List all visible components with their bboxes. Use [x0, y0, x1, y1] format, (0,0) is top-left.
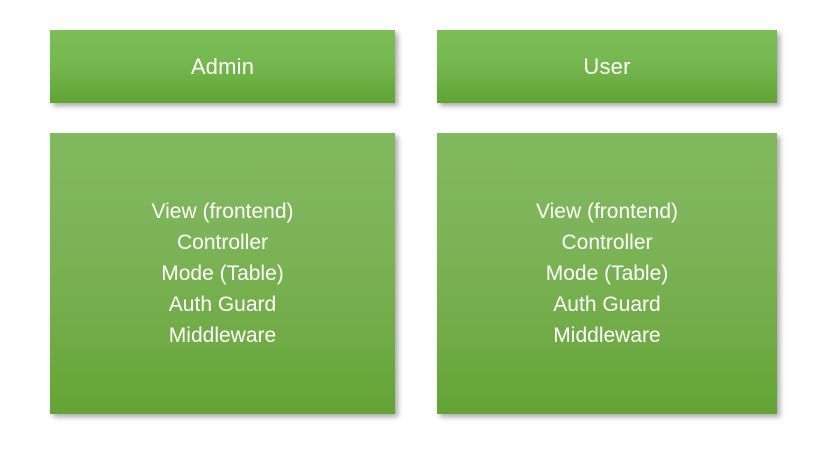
admin-item-list: View (frontend) Controller Mode (Table) … [50, 196, 395, 351]
admin-header-label: Admin [190, 53, 255, 79]
user-item-list: View (frontend) Controller Mode (Table) … [437, 196, 777, 351]
list-item: Controller [176, 231, 269, 254]
list-item: Auth Guard [553, 293, 661, 316]
user-header-box: User [437, 30, 777, 103]
list-item: Middleware [553, 324, 661, 347]
user-body-box: View (frontend) Controller Mode (Table) … [437, 133, 777, 414]
user-header-label: User [583, 53, 631, 79]
list-item: Auth Guard [168, 293, 277, 316]
diagram-column-admin: Admin View (frontend) Controller Mode (T… [50, 0, 395, 450]
admin-body-box: View (frontend) Controller Mode (Table) … [50, 133, 395, 414]
list-item: Middleware [168, 324, 277, 347]
list-item: View (frontend) [535, 200, 679, 223]
list-item: Mode (Table) [545, 262, 669, 285]
list-item: Controller [561, 231, 653, 254]
list-item: View (frontend) [151, 200, 294, 223]
list-item: Mode (Table) [161, 262, 284, 285]
admin-header-box: Admin [50, 30, 395, 103]
diagram-column-user: User View (frontend) Controller Mode (Ta… [437, 0, 777, 450]
